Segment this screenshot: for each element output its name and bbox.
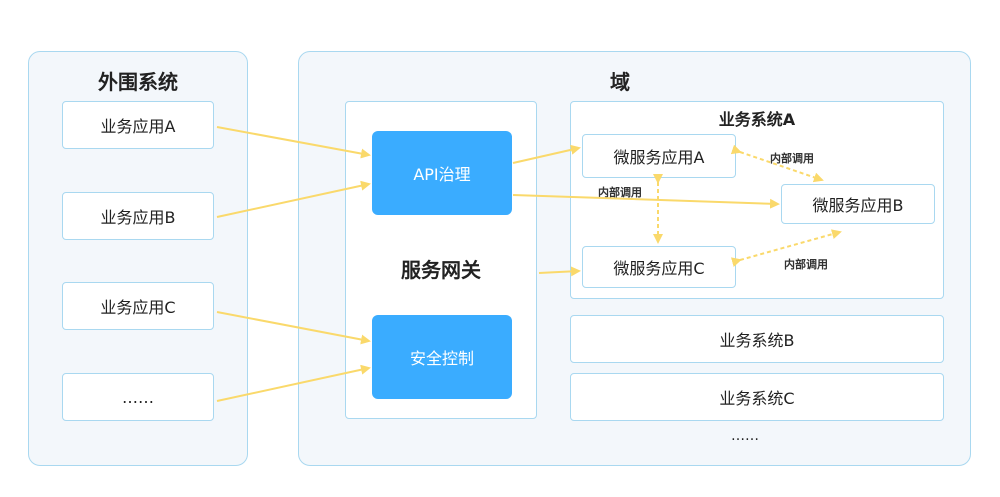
external-app-more[interactable]: …… — [62, 373, 214, 421]
microservice-b[interactable]: 微服务应用B — [781, 184, 935, 224]
arrow-app-c-to-security — [216, 311, 371, 345]
business-system-a-title: 业务系统A — [718, 110, 796, 129]
external-app-a[interactable]: 业务应用A — [62, 101, 214, 149]
internal-call-a-b — [730, 144, 824, 183]
arrow-app-a-to-api — [216, 126, 371, 159]
domain-more-label: …… — [731, 428, 759, 444]
business-system-c[interactable]: 业务系统C — [570, 373, 944, 421]
service-gateway-title: 服务网关 — [401, 258, 481, 282]
internal-call-label-ac: 内部调用 — [598, 186, 642, 199]
arrow-more-to-security — [216, 364, 371, 402]
external-app-c[interactable]: 业务应用C — [62, 282, 214, 330]
arrow-api-to-micro-b — [512, 194, 780, 209]
api-governance-button[interactable]: API治理 — [372, 131, 512, 215]
internal-call-c-b — [730, 229, 842, 267]
arrow-gateway-to-micro-c — [538, 266, 581, 277]
arrow-app-b-to-api — [216, 180, 371, 218]
business-system-b[interactable]: 业务系统B — [570, 315, 944, 363]
microservice-c[interactable]: 微服务应用C — [582, 246, 736, 288]
domain-title: 域 — [610, 70, 630, 94]
arrow-api-to-micro-a — [512, 144, 581, 164]
external-app-b[interactable]: 业务应用B — [62, 192, 214, 240]
security-control-button[interactable]: 安全控制 — [372, 315, 512, 399]
microservice-a[interactable]: 微服务应用A — [582, 134, 736, 178]
external-systems-title: 外围系统 — [98, 70, 178, 94]
